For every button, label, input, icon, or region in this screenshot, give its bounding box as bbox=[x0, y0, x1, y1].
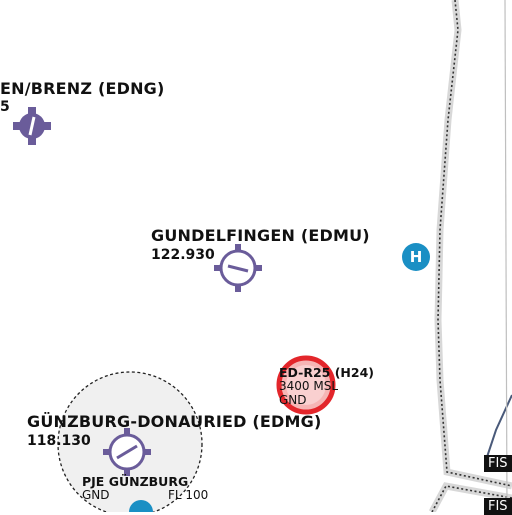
airport-frequency-edmu: 122.930 bbox=[151, 247, 215, 263]
airspace-boundary-lines bbox=[428, 0, 512, 512]
airport-frequency-edmg: 118.130 bbox=[27, 433, 91, 449]
airport-symbol-edmu bbox=[214, 244, 262, 292]
restricted-area-name: ED-R25 (H24) bbox=[279, 365, 374, 380]
fis-label: FIS bbox=[484, 455, 512, 472]
restricted-area-upper-limit: 3400 MSL bbox=[279, 379, 339, 393]
airport-label-edng: EN/BRENZ (EDNG) bbox=[0, 79, 165, 98]
heliport-icon: H bbox=[402, 243, 430, 271]
parachute-zone-name: PJE GÜNZBURG bbox=[82, 474, 189, 489]
parachute-zone-upper-limit: FL 100 bbox=[168, 488, 209, 502]
parachute-zone-lower-limit: GND bbox=[82, 488, 110, 502]
airport-label-edmg: GÜNZBURG-DONAURIED (EDMG) bbox=[27, 412, 322, 431]
partial-blue-symbol bbox=[129, 500, 153, 512]
airport-symbol-edng bbox=[13, 107, 51, 145]
fis-label: FIS bbox=[484, 498, 512, 515]
restricted-area-symbol bbox=[276, 355, 336, 415]
airport-frequency-edng: 5 bbox=[0, 99, 10, 115]
airport-symbol-edmg bbox=[103, 428, 151, 476]
airport-label-edmu: GUNDELFINGEN (EDMU) bbox=[151, 226, 370, 245]
restricted-area-lower-limit: GND bbox=[279, 393, 307, 407]
